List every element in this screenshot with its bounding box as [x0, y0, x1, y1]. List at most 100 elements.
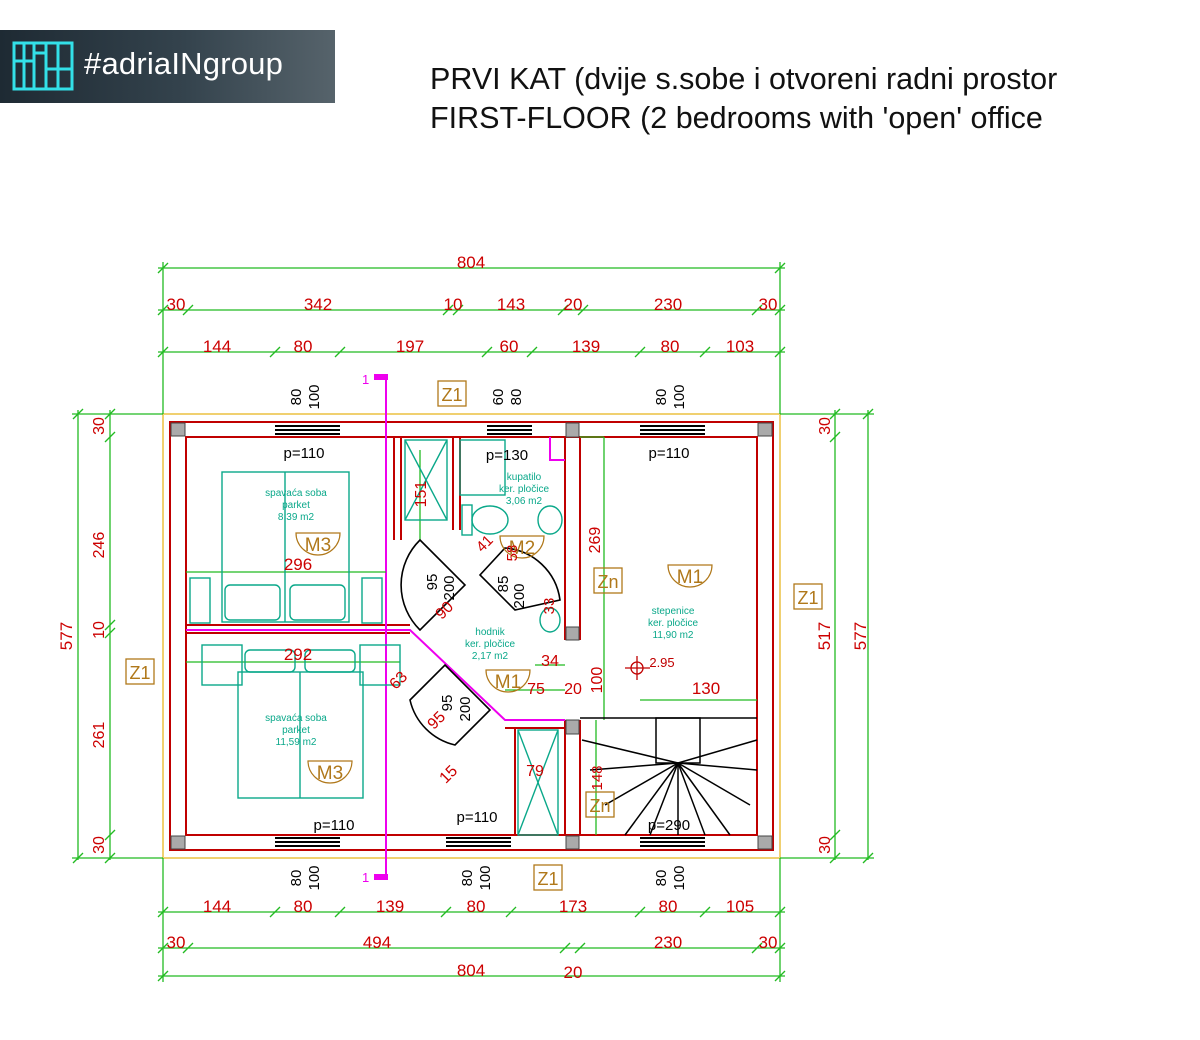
- dim-left-inner-3: 261: [91, 722, 108, 749]
- washbasin: [537, 505, 563, 535]
- dim-left-inner-4: 30: [91, 836, 108, 854]
- dimension-tick: [862, 408, 874, 420]
- wardrobe: [517, 729, 559, 836]
- window-top-1-b: 80: [508, 389, 525, 406]
- window-bottom-2-a: 80: [653, 870, 670, 887]
- nightstand-1b: [361, 577, 383, 624]
- dimension-tick: [182, 942, 194, 954]
- zn-bottom-box: [585, 791, 615, 818]
- dim-33: 33: [541, 598, 558, 615]
- dim-left-inner-2: 10: [91, 621, 108, 639]
- section-mark-top: 1: [362, 372, 369, 387]
- dimension-tick: [442, 304, 454, 316]
- dim-79: 79: [526, 763, 544, 780]
- m1-hall: M1: [495, 672, 521, 693]
- dimension-tick: [72, 408, 84, 420]
- dim-130: 130: [692, 679, 720, 698]
- window-bottom-1-b: 100: [477, 865, 494, 890]
- p130-bath: p=130: [486, 447, 528, 464]
- dim-148: 148: [589, 765, 606, 790]
- room-bedroom1-line-0: spavaća soba: [265, 488, 327, 499]
- zn-stairs-box: [593, 567, 623, 594]
- room-bedroom1-line-2: 8,39 m2: [278, 512, 315, 523]
- room-hall-line-2: 2,17 m2: [472, 651, 509, 662]
- dimension-tick: [104, 852, 116, 864]
- dimension-tick: [574, 942, 586, 954]
- dimension-tick: [157, 970, 169, 982]
- dimension-tick: [157, 262, 169, 274]
- room-bedroom2-line-0: spavaća soba: [265, 713, 327, 724]
- window-top-0-b: 100: [306, 384, 323, 409]
- window-bottom-2-b: 100: [671, 865, 688, 890]
- dimension-tick: [559, 942, 571, 954]
- z1-top-box: [437, 380, 467, 407]
- shower: [404, 439, 448, 521]
- dim-top-row3-6: 103: [726, 337, 754, 356]
- dim-right-inner-1: 517: [815, 622, 834, 650]
- dim-top-row2-0: 30: [167, 295, 186, 314]
- pillow-1a: [224, 584, 281, 621]
- zn-stairs: Zn: [597, 572, 618, 592]
- dimension-tick: [774, 262, 786, 274]
- dim-bottom-row2-0: 30: [167, 933, 186, 952]
- window-bottom-0-a: 80: [288, 870, 305, 887]
- window-top-1-a: 60: [490, 389, 507, 406]
- z1-bottom: Z1: [537, 869, 558, 889]
- brand-name: #adriaINgroup: [84, 46, 284, 81]
- m3-bedroom2: M3: [317, 763, 343, 784]
- dim-bottom-row1-3: 80: [467, 897, 486, 916]
- dim-bottom-row1-5: 80: [659, 897, 678, 916]
- nightstand-2a: [201, 644, 243, 686]
- dim-bottom-row2-3: 30: [759, 933, 778, 952]
- dim-bottom-row2-1: 494: [363, 933, 391, 952]
- dim-200-b: 200: [511, 583, 528, 608]
- dim-95-a: 95: [424, 574, 441, 591]
- dim-right-inner-0: 30: [817, 417, 834, 435]
- dim-bottom-total: 804: [457, 961, 485, 980]
- room-bedroom2-line-2: 11,59 m2: [276, 737, 317, 748]
- pillow-1b: [289, 584, 346, 621]
- title-english: FIRST-FLOOR (2 bedrooms with 'open' offi…: [430, 101, 1043, 135]
- dim-top-row3-4: 139: [572, 337, 600, 356]
- dim-top-row2-6: 30: [759, 295, 778, 314]
- dimension-tick: [505, 906, 517, 918]
- m3-bedroom2-marker: [307, 760, 353, 784]
- dimension-tick: [634, 906, 646, 918]
- p290-bottom-right: p=290: [648, 817, 690, 834]
- room-bathroom-line-1: ker. pločice: [499, 484, 549, 495]
- dim-top-row3-1: 80: [294, 337, 313, 356]
- section-mark-bottom: 1: [362, 870, 369, 885]
- title-croatian: PRVI KAT (dvije s.sobe i otvoreni radni …: [430, 62, 1058, 96]
- dimension-tick: [104, 829, 116, 841]
- dim-left-inner-0: 30: [91, 417, 108, 435]
- dimension-tick: [577, 304, 589, 316]
- window-bottom-0-b: 100: [306, 865, 323, 890]
- walls: [169, 421, 774, 851]
- dim-296: 296: [284, 555, 312, 574]
- section-lines: [186, 376, 565, 880]
- dimension-tick: [829, 408, 841, 420]
- dim-90: 90: [433, 598, 458, 623]
- staircase: [580, 717, 758, 836]
- nightstand-2b: [359, 644, 401, 686]
- room-bedroom1-line-1: parket: [282, 500, 310, 511]
- room-stairs-line-0: stepenice: [652, 606, 695, 617]
- window-openings: [275, 425, 705, 847]
- dim-left-inner-1: 246: [91, 532, 108, 559]
- dim-top-row2-1: 342: [304, 295, 332, 314]
- dim-151: 151: [413, 481, 430, 508]
- dim-58: 58: [504, 545, 521, 562]
- dimension-tick: [104, 619, 116, 631]
- dimension-tick: [774, 346, 786, 358]
- dim-top-row3-2: 197: [396, 337, 424, 356]
- columns: [170, 422, 773, 850]
- dim-bottom-row1-4: 173: [559, 897, 587, 916]
- dim-100: 100: [589, 667, 606, 694]
- level-value: 2.95: [649, 655, 674, 670]
- dimension-lines: [72, 262, 874, 982]
- dimension-tick: [269, 906, 281, 918]
- dim-top-row3-5: 80: [661, 337, 680, 356]
- dimension-tick: [699, 906, 711, 918]
- window-top-0-a: 80: [288, 389, 305, 406]
